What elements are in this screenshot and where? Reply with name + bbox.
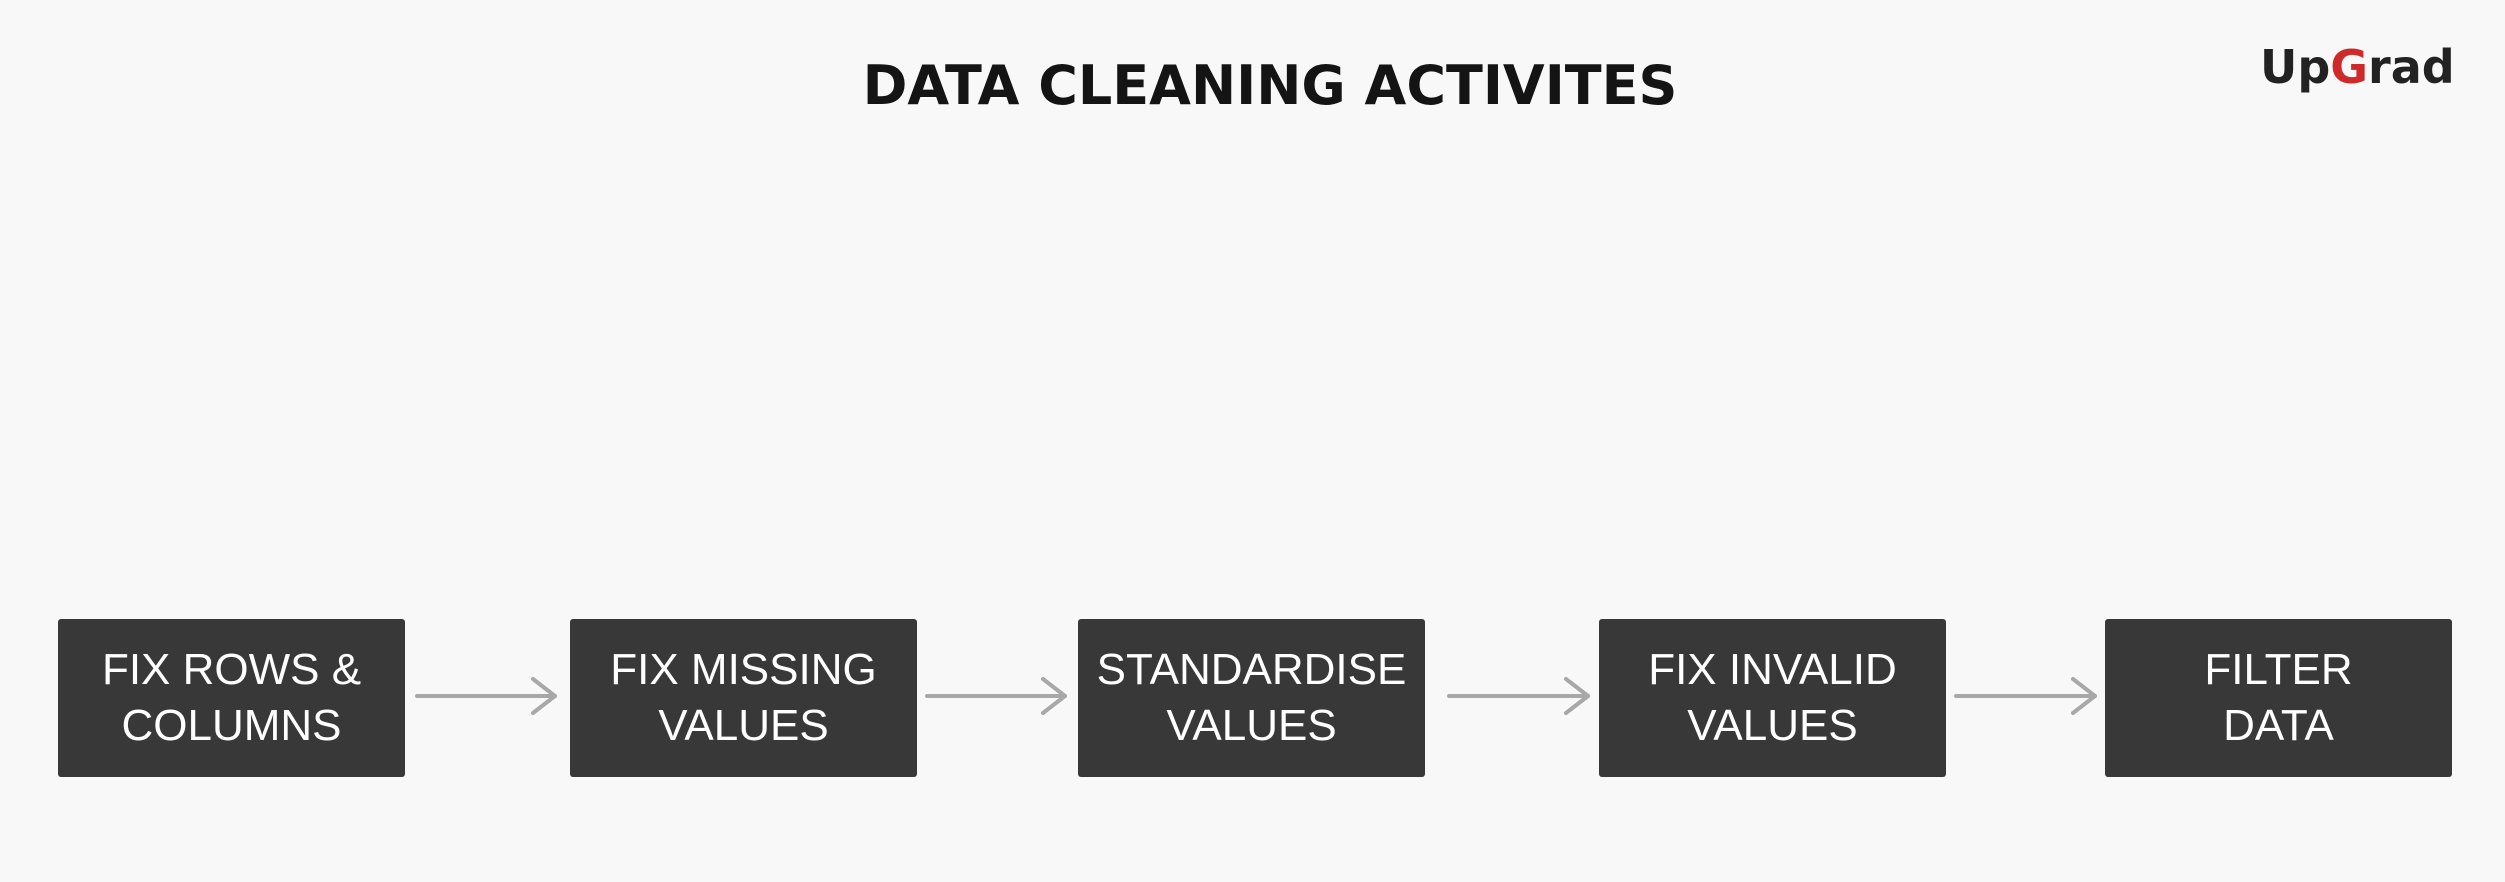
step-label: STANDARDISE VALUES	[1096, 645, 1407, 750]
step-fix-missing-values: FIX MISSING VALUES	[570, 619, 917, 777]
step-fix-rows-columns: FIX ROWS & COLUMNS	[58, 619, 405, 777]
step-label: FIX INVALID VALUES	[1648, 645, 1897, 750]
logo-accent-letter: G	[2330, 40, 2369, 94]
arrow-right-icon	[1954, 677, 2097, 715]
step-label: FIX ROWS & COLUMNS	[101, 645, 362, 750]
upgrad-logo: UpGrad	[2260, 36, 2460, 98]
logo-prefix: Up	[2260, 40, 2331, 94]
step-label: FILTER DATA	[2204, 645, 2353, 750]
step-label: FIX MISSING VALUES	[610, 645, 877, 750]
logo-suffix: rad	[2368, 40, 2455, 94]
step-standardise-values: STANDARDISE VALUES	[1078, 619, 1425, 777]
arrow-right-icon	[925, 677, 1067, 715]
step-filter-data: FILTER DATA	[2105, 619, 2452, 777]
arrow-right-icon	[1447, 677, 1590, 715]
step-fix-invalid-values: FIX INVALID VALUES	[1599, 619, 1946, 777]
slide-title: DATA CLEANING ACTIVITES	[862, 54, 1678, 117]
arrow-right-icon	[415, 677, 557, 715]
